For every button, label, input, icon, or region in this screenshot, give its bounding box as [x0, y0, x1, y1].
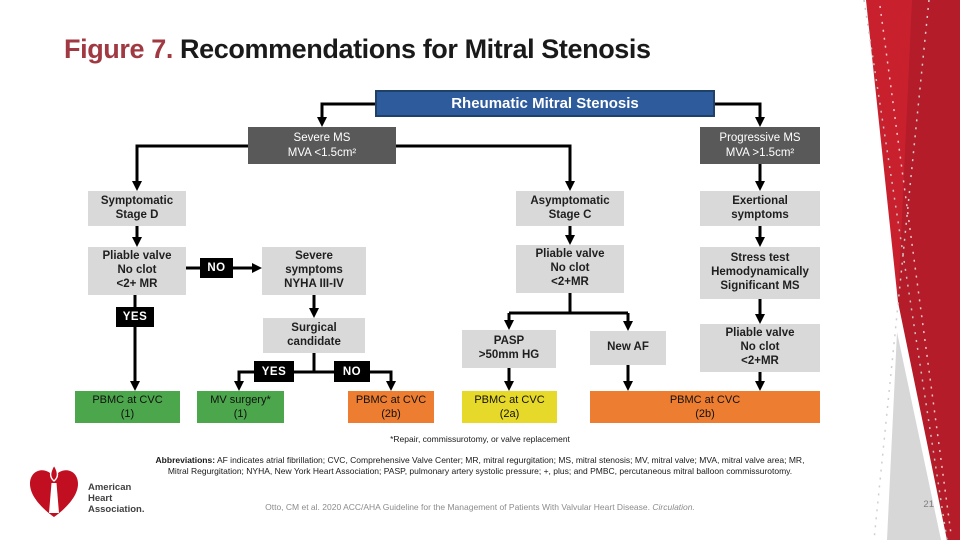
- outcome-pbmc-cvc-2b-small: PBMC at CVC (2b): [348, 391, 434, 423]
- node-line: MV surgery*: [210, 393, 271, 406]
- node-line: >50mm HG: [478, 349, 540, 361]
- node-line: PBMC at CVC: [669, 393, 741, 406]
- node-line: (2a): [499, 408, 520, 420]
- node-pliable-valve-right: Pliable valve No clot <2+MR: [700, 324, 820, 372]
- gate-label: NO: [207, 262, 226, 274]
- node-line: Stage D: [115, 208, 159, 221]
- node-line: symptoms: [285, 264, 343, 277]
- gate-label: YES: [122, 311, 148, 323]
- footnote: *Repair, commissurotomy, or valve replac…: [390, 434, 570, 444]
- node-severe-ms: Severe MS MVA <1.5cm²: [248, 127, 396, 164]
- node-pliable-valve-mid: Pliable valve No clot <2+MR: [516, 245, 624, 293]
- gate-yes-mid: YES: [254, 361, 294, 382]
- abbreviations-label: Abbreviations:: [155, 455, 216, 465]
- node-line: candidate: [287, 335, 341, 348]
- gate-label: NO: [342, 365, 362, 378]
- abbreviations: Abbreviations: AF indicates atrial fibri…: [150, 455, 810, 478]
- flame-icon: [49, 464, 59, 482]
- node-line: Stress test: [730, 252, 790, 265]
- node-line: No clot: [117, 264, 157, 277]
- node-pasp: PASP >50mm HG: [462, 330, 556, 368]
- dotted-line: [873, 0, 930, 540]
- node-line: PASP: [493, 335, 525, 348]
- node-symptomatic-stage-d: Symptomatic Stage D: [88, 191, 186, 226]
- citation-journal: Circulation.: [652, 502, 695, 512]
- node-line: (1): [233, 408, 248, 420]
- node-line: New AF: [607, 341, 649, 354]
- node-line: (2b): [695, 408, 715, 420]
- node-line: Pliable valve: [535, 248, 605, 261]
- node-line: Hemodynamically: [711, 266, 809, 279]
- logo-text-line: American: [88, 482, 131, 493]
- node-line: PBMC at CVC: [92, 393, 163, 406]
- title-text: Recommendations for Mitral Stenosis: [172, 34, 651, 64]
- node-line: <2+MR: [741, 354, 779, 367]
- node-line: No clot: [550, 262, 590, 275]
- node-line: Pliable valve: [725, 327, 795, 340]
- node-asymptomatic-stage-c: Asymptomatic Stage C: [516, 191, 624, 226]
- node-line: MVA >1.5cm²: [725, 146, 795, 159]
- node-line: Surgical: [291, 321, 337, 334]
- node-stress-test: Stress test Hemodynamically Significant …: [700, 247, 820, 299]
- gate-yes-left: YES: [116, 307, 154, 327]
- citation-text: Otto, CM et al. 2020 ACC/AHA Guideline f…: [265, 502, 653, 512]
- node-progressive-ms: Progressive MS MVA >1.5cm²: [700, 127, 820, 164]
- title-figure-number: Figure 7.: [64, 34, 173, 64]
- node-new-af: New AF: [590, 331, 666, 365]
- node-line: No clot: [740, 341, 780, 354]
- outcome-pbmc-cvc-2b-wide: PBMC at CVC (2b): [590, 391, 820, 423]
- node-line: PBMC at CVC: [355, 393, 427, 406]
- node-line: PBMC at CVC: [474, 393, 545, 406]
- node-severe-symptoms-nyha: Severe symptoms NYHA III-IV: [262, 247, 366, 295]
- node-line: symptoms: [731, 208, 789, 221]
- node-exertional-symptoms: Exertional symptoms: [700, 191, 820, 226]
- logo-text-line: Heart: [88, 493, 113, 504]
- logo-text-line: Association.: [88, 504, 145, 515]
- node-line: Exertional: [732, 194, 788, 207]
- node-line: Severe MS: [293, 132, 351, 145]
- node-line: Severe: [295, 250, 333, 263]
- node-pliable-valve-left: Pliable valve No clot <2+ MR: [88, 247, 186, 295]
- node-line: Progressive MS: [719, 132, 801, 145]
- gate-no-mid: NO: [334, 361, 370, 382]
- dotted-line: [879, 5, 952, 535]
- node-line: <2+MR: [551, 275, 589, 288]
- node-line: Symptomatic: [100, 194, 174, 207]
- torch-icon: [49, 483, 59, 513]
- node-line: Asymptomatic: [530, 194, 610, 207]
- outcome-pbmc-cvc-1: PBMC at CVC (1): [75, 391, 180, 423]
- node-line: (2b): [381, 408, 401, 420]
- node-line: Pliable valve: [102, 250, 172, 263]
- page-number: 21: [923, 499, 934, 510]
- node-surgical-candidate: Surgical candidate: [263, 318, 365, 353]
- node-line: NYHA III-IV: [284, 277, 344, 290]
- node-line: Significant MS: [720, 279, 800, 292]
- node-line: MVA <1.5cm²: [287, 146, 357, 159]
- red-ribbon-shade: [898, 0, 960, 540]
- node-label: Rheumatic Mitral Stenosis: [451, 95, 639, 112]
- gate-no-left: NO: [200, 258, 233, 278]
- node-line: <2+ MR: [116, 277, 158, 290]
- node-line: Stage C: [548, 208, 592, 221]
- abbreviations-text: AF indicates atrial fibrillation; CVC, C…: [167, 455, 805, 477]
- outcome-pbmc-cvc-2a: PBMC at CVC (2a): [462, 391, 557, 423]
- citation: Otto, CM et al. 2020 ACC/AHA Guideline f…: [0, 502, 960, 512]
- dotted-line: [863, 0, 948, 540]
- aha-logo: American Heart Association.: [30, 464, 145, 517]
- node-line: (1): [120, 408, 135, 420]
- node-rheumatic-mitral-stenosis: Rheumatic Mitral Stenosis: [375, 90, 715, 117]
- gate-label: YES: [261, 365, 287, 378]
- page-title: Figure 7. Recommendations for Mitral Ste…: [64, 34, 651, 65]
- red-ribbon: [866, 0, 960, 540]
- outcome-mv-surgery-1: MV surgery* (1): [197, 391, 284, 423]
